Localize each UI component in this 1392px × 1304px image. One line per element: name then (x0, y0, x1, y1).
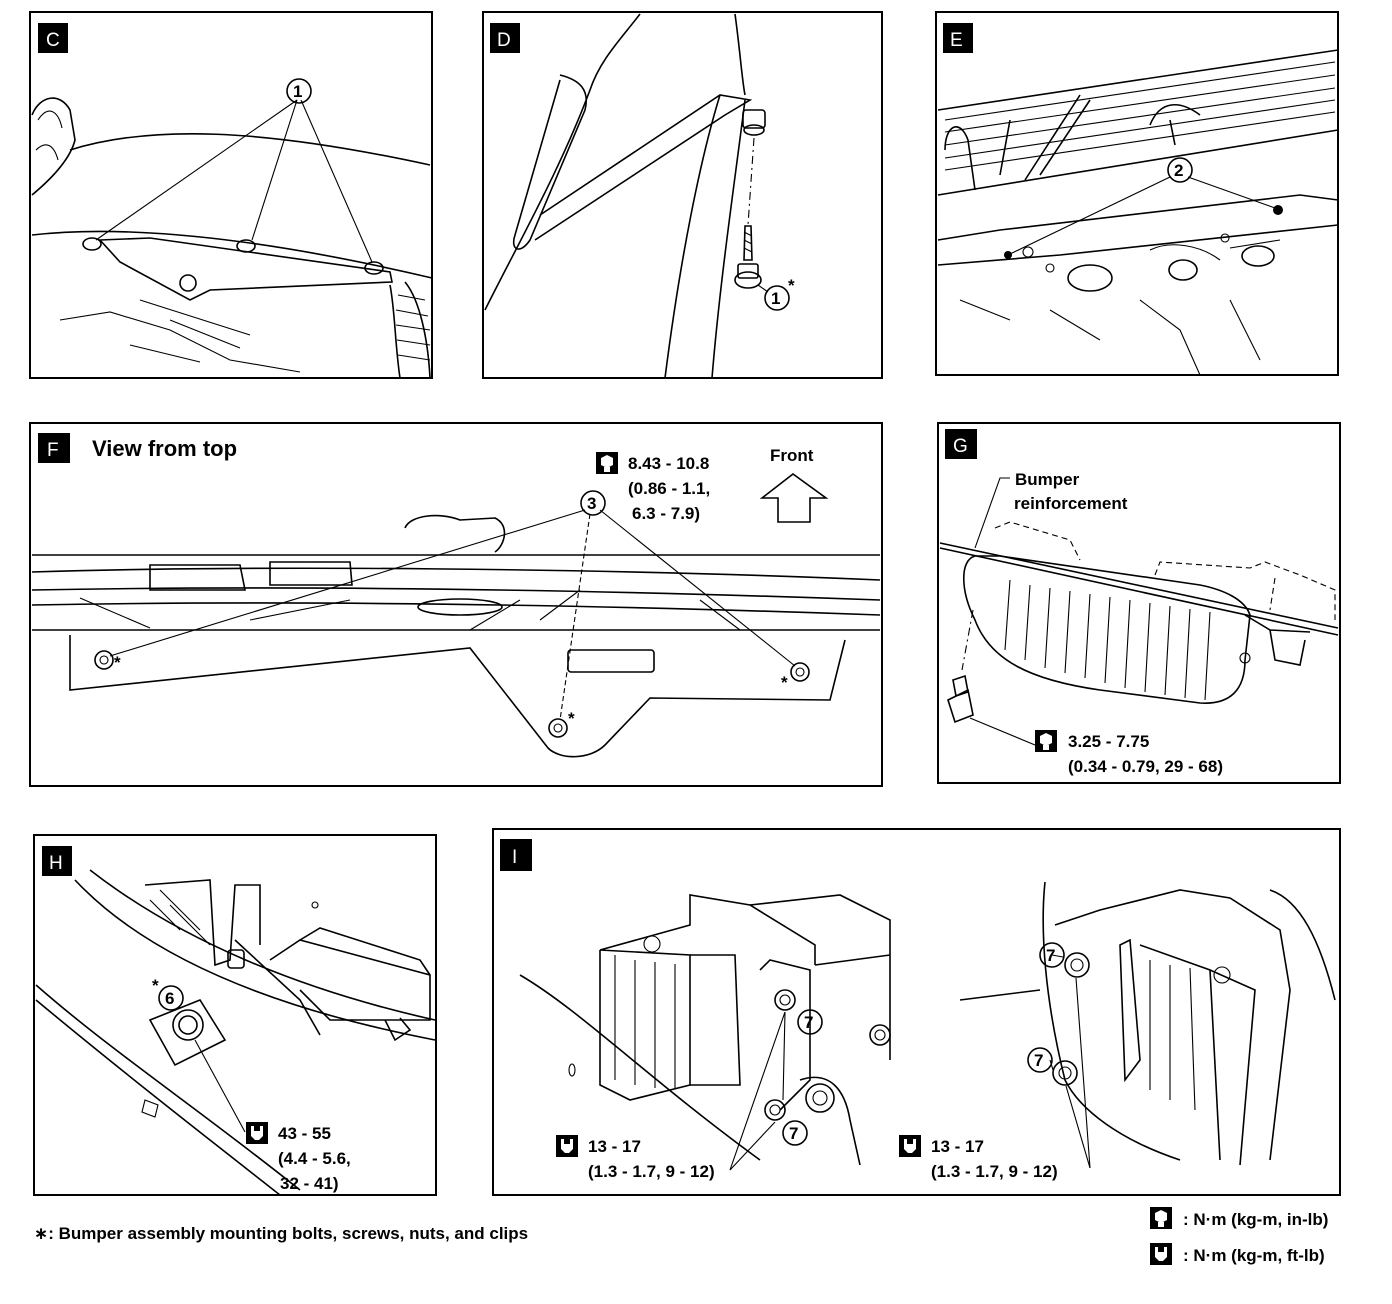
panel-h-callout: 6 (165, 989, 174, 1008)
panel-d-star: * (788, 276, 795, 295)
panel-i-callout-left-top: 7 (804, 1013, 813, 1032)
panel-e-drawing (937, 49, 1339, 376)
panel-g-label-line1: Bumper (1015, 470, 1080, 489)
legend-hex-text: : N·m (kg-m, in-lb) (1183, 1210, 1328, 1229)
panel-f-title: View from top (92, 436, 237, 461)
panel-h-star: * (152, 976, 159, 995)
panel-i-left-torque-line1: 13 - 17 (588, 1137, 641, 1156)
torque-wrench-icon (246, 1122, 268, 1144)
panel-i-letter: I (512, 847, 517, 868)
panel-i: I 7 7 13 - 17 (1.3 - 1.7, 9 - 12) (492, 828, 1341, 1196)
panel-e: E 2 (935, 11, 1339, 376)
panel-g-torque-line2: (0.34 - 0.79, 29 - 68) (1068, 757, 1223, 776)
torque-wrench-icon (899, 1135, 921, 1157)
legend: : N·m (kg-m, in-lb) : N·m (kg-m, ft-lb) (1150, 1207, 1328, 1265)
panel-g: G Bumper reinforcement 3.25 - 7.75 (0.34… (937, 422, 1341, 784)
panel-i-right-torque-line2: (1.3 - 1.7, 9 - 12) (931, 1162, 1058, 1181)
panel-c: C 1 (29, 11, 433, 379)
panel-i-drawing-left (519, 894, 891, 1171)
panel-d-letter: D (497, 30, 511, 51)
panel-d-drawing (484, 13, 769, 379)
panel-c-callout: 1 (293, 82, 302, 101)
panel-f-letter: F (47, 440, 59, 461)
panel-g-torque-line1: 3.25 - 7.75 (1068, 732, 1149, 751)
panel-e-callout: 2 (1174, 161, 1183, 180)
panel-h-torque-line1: 43 - 55 (278, 1124, 331, 1143)
panel-i-left-torque-line2: (1.3 - 1.7, 9 - 12) (588, 1162, 715, 1181)
panel-g-drawing (939, 477, 1339, 746)
panel-h-drawing (35, 869, 436, 1196)
panel-f-front-label: Front (770, 446, 814, 465)
footnote: ∗: Bumper assembly mounting bolts, screw… (34, 1224, 528, 1243)
front-arrow-icon (759, 472, 829, 523)
panel-i-right-torque-line1: 13 - 17 (931, 1137, 984, 1156)
panel-d: D 1 * (482, 11, 883, 379)
panel-h-torque-line3: 32 - 41) (280, 1174, 339, 1193)
panel-g-label-line2: reinforcement (1014, 494, 1128, 513)
panel-f-star-center: * (568, 709, 575, 728)
panel-h-torque-line2: (4.4 - 5.6, (278, 1149, 351, 1168)
panel-h-letter: H (49, 853, 63, 874)
panel-f-torque-line1: 8.43 - 10.8 (628, 454, 709, 473)
torque-hex-icon (596, 452, 618, 474)
panel-i-drawing-right (959, 881, 1336, 1169)
panel-d-callout: 1 (771, 289, 780, 308)
panel-f-star-right: * (781, 673, 788, 692)
panel-c-drawing (31, 97, 433, 379)
panel-f-drawing (31, 509, 881, 758)
legend-wrench-icon (1150, 1243, 1172, 1265)
panel-c-letter: C (46, 30, 60, 51)
panel-i-callout-right-top: 7 (1046, 946, 1055, 965)
panel-h: H * 6 43 - 55 (4.4 - 5.6, 32 - 41) (33, 834, 437, 1196)
panel-i-callout-left-bottom: 7 (789, 1124, 798, 1143)
panel-g-letter: G (953, 436, 968, 457)
legend-wrench-text: : N·m (kg-m, ft-lb) (1183, 1246, 1325, 1265)
torque-wrench-icon (556, 1135, 578, 1157)
panel-f-torque-line3: 6.3 - 7.9) (632, 504, 700, 523)
panel-e-letter: E (950, 30, 963, 51)
panel-f-star-left: * (114, 653, 121, 672)
panel-f-torque-line2: (0.86 - 1.1, (628, 479, 710, 498)
panel-f-callout: 3 (587, 494, 596, 513)
panel-f: F View from top * * * 3 8.43 - 10.8 (0.8… (29, 422, 883, 787)
legend-hex-icon (1150, 1207, 1172, 1229)
panel-i-callout-right-bottom: 7 (1034, 1051, 1043, 1070)
torque-hex-icon (1035, 730, 1057, 752)
